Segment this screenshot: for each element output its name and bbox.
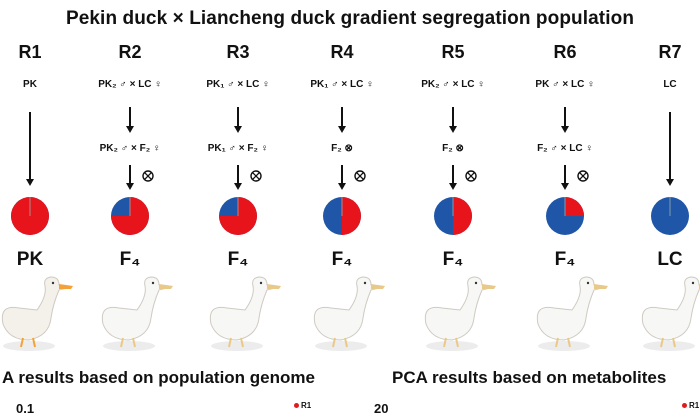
population-r6: R6 PK ♂ × LC ♀ F₂ ♂ × LC ♀ F₄ (515, 0, 615, 413)
second-cross-label: PK₂ ♂ × F₂ ♀ (99, 143, 161, 154)
duck-image (101, 276, 173, 351)
generation-label: LC (657, 249, 683, 270)
population-code: R2 (118, 42, 142, 62)
upper-arrow (449, 107, 457, 133)
metabolite-pca-heading: PCA results based on metabolites (392, 368, 667, 387)
breeding-arrows (666, 112, 674, 186)
second-cross-label: F₂ ♂ × LC ♀ (537, 143, 593, 154)
long-arrow (26, 112, 34, 186)
first-cross-label: LC (663, 79, 677, 90)
ancestry-pie (651, 197, 689, 235)
second-cross-label: F₂ ⊗ (442, 143, 464, 154)
population-code: R6 (553, 42, 577, 62)
population-code: R3 (226, 42, 250, 62)
duck-image (641, 276, 700, 351)
metabolite-legend-label: R1 (689, 401, 700, 410)
breeding-arrows (561, 107, 589, 190)
duck-illustration (101, 276, 173, 351)
metabolite-legend-dot (682, 403, 687, 408)
generation-label: F₄ (554, 249, 576, 270)
first-cross-label: PK ♂ × LC ♀ (535, 79, 595, 90)
duck-illustration (536, 276, 608, 351)
population-code: R5 (441, 42, 465, 62)
duck-illustration (424, 276, 496, 351)
generation-label: F₄ (442, 249, 464, 270)
ancestry-pie (434, 197, 472, 235)
breeding-arrows (234, 107, 262, 190)
metabolite-pca-axis-value: 20 (374, 401, 389, 416)
first-cross-label: PK₁ ♂ × LC ♀ (206, 79, 270, 90)
duck-image (536, 276, 608, 351)
breeding-arrows (126, 107, 154, 190)
long-arrow (666, 112, 674, 186)
duck-image (313, 276, 385, 351)
population-code: R7 (658, 42, 682, 62)
generation-label: F₄ (227, 249, 249, 270)
ancestry-pie (11, 197, 49, 235)
first-cross-label: PK₂ ♂ × LC ♀ (98, 79, 162, 90)
second-cross-label: PK₁ ♂ × F₂ ♀ (207, 143, 269, 154)
selfing-symbol (250, 170, 262, 182)
genome-pca-axis-value: 0.1 (16, 401, 35, 416)
duck-illustration (641, 276, 700, 351)
upper-arrow (126, 107, 134, 133)
first-cross-label: PK₁ ♂ × LC ♀ (310, 79, 374, 90)
lower-arrow (561, 165, 569, 190)
upper-arrow (338, 107, 346, 133)
pk-share (565, 197, 584, 216)
population-code: R4 (330, 42, 354, 62)
breeding-arrows (338, 107, 366, 190)
lower-arrow (338, 165, 346, 190)
genome-legend-label: R1 (301, 401, 312, 410)
figure-title: Pekin duck × Liancheng duck gradient seg… (65, 8, 635, 29)
ancestry-pie (111, 197, 149, 235)
lower-arrow (234, 165, 242, 190)
duck-image (1, 276, 73, 351)
lower-arrow (449, 165, 457, 190)
duck-image (209, 276, 281, 351)
ancestry-pie (323, 197, 361, 235)
generation-label: F₄ (331, 249, 353, 270)
duck-illustration (313, 276, 385, 351)
ancestry-pie (546, 197, 584, 235)
genome-legend-dot (294, 403, 299, 408)
duck-image (424, 276, 496, 351)
selfing-symbol (465, 170, 477, 182)
second-cross-label: F₂ ⊗ (331, 143, 353, 154)
pk-share (342, 197, 361, 235)
pk-share (453, 197, 472, 235)
duck-illustration (209, 276, 281, 351)
selfing-symbol (354, 170, 366, 182)
lower-arrow (126, 165, 134, 190)
first-cross-label: PK (23, 79, 37, 90)
breeding-arrows (26, 112, 34, 186)
generation-label: PK (16, 249, 44, 270)
genome-pca-heading: A results based on population genome (2, 368, 315, 387)
selfing-symbol (577, 170, 589, 182)
upper-arrow (234, 107, 242, 133)
breeding-arrows (449, 107, 477, 190)
ancestry-pie (219, 197, 257, 235)
generation-label: F₄ (119, 249, 141, 270)
population-code: R1 (18, 42, 42, 62)
selfing-symbol (142, 170, 154, 182)
first-cross-label: PK₂ ♂ × LC ♀ (421, 79, 485, 90)
upper-arrow (561, 107, 569, 133)
duck-illustration (1, 276, 73, 351)
